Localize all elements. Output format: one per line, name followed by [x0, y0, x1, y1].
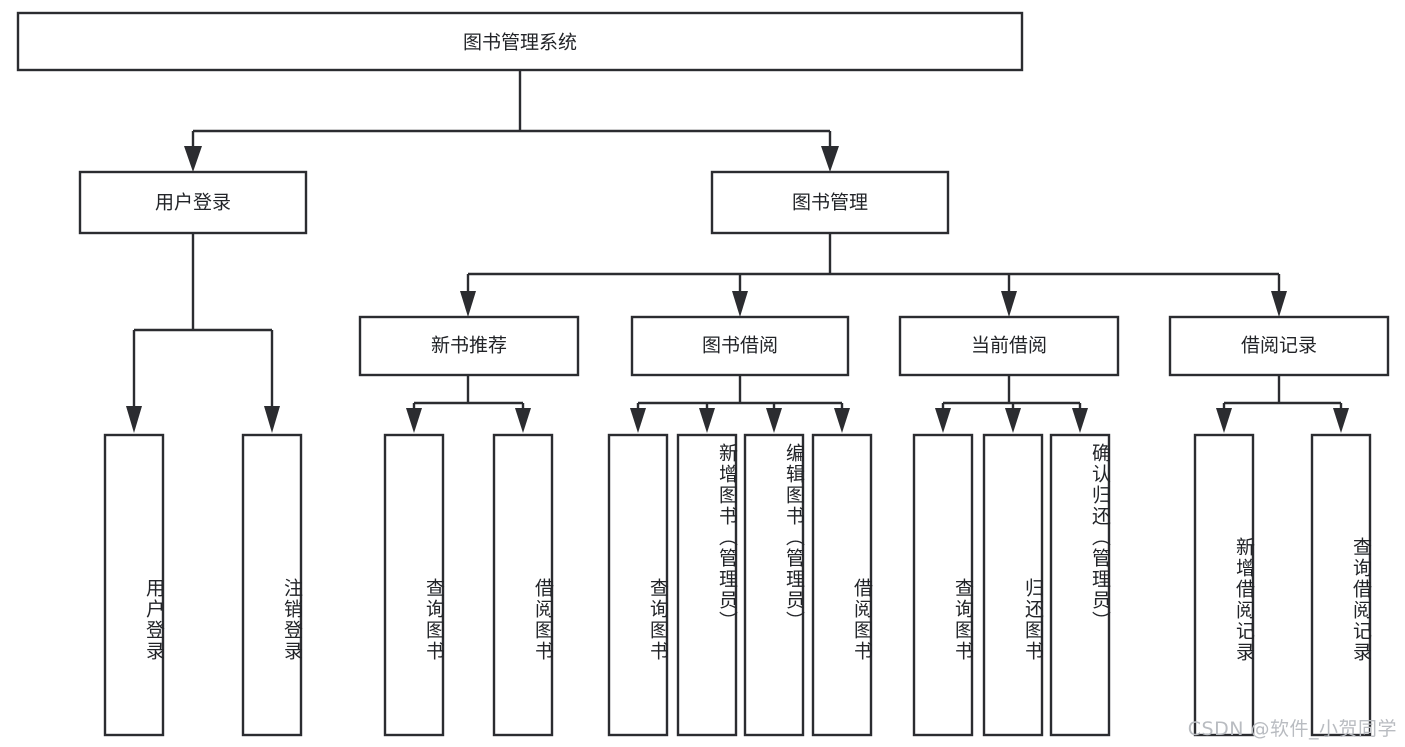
node-user-login-box[interactable] — [78, 170, 308, 235]
node-user-login[interactable]: 用户登录 — [78, 170, 308, 235]
connectors-book-management-to-level3 — [460, 233, 1287, 317]
node-add-borrow-record-box[interactable] — [1193, 433, 1255, 737]
connectors-new-book-recommend-to-leaves — [406, 375, 531, 433]
arrow-add-borrow-record — [1216, 408, 1232, 433]
connectors-root-to-level2 — [184, 70, 839, 172]
node-book-borrowing[interactable]: 图书借阅 — [630, 315, 850, 377]
node-borrow-book-1-box[interactable] — [492, 433, 554, 737]
node-root[interactable]: 图书管理系统 — [16, 11, 1024, 72]
arrow-add-book-admin — [699, 408, 715, 433]
node-new-book-recommend-box[interactable] — [358, 315, 580, 377]
node-borrow-records-box[interactable] — [1168, 315, 1390, 377]
arrow-edit-book-admin — [766, 408, 782, 433]
node-borrow-records[interactable]: 借阅记录 — [1168, 315, 1390, 377]
node-edit-book-admin-box[interactable] — [743, 433, 805, 737]
node-book-management[interactable]: 图书管理 — [710, 170, 950, 235]
node-query-book-2-box[interactable] — [607, 433, 669, 737]
node-current-borrowing-box[interactable] — [898, 315, 1120, 377]
arrow-user-login-do — [126, 406, 142, 433]
arrow-user-logout — [264, 406, 280, 433]
node-book-management-label: 图书管理 — [792, 192, 868, 214]
arrow-book-management — [821, 146, 839, 172]
node-root-label: 图书管理系统 — [463, 32, 577, 54]
node-add-book-admin-box[interactable] — [676, 433, 738, 737]
node-borrow-records-label: 借阅记录 — [1241, 335, 1317, 357]
node-user-login-label: 用户登录 — [155, 192, 231, 214]
arrow-return-book — [1005, 408, 1021, 433]
node-book-borrowing-box[interactable] — [630, 315, 850, 377]
node-borrow-book-2-box[interactable] — [811, 433, 873, 737]
arrow-query-book-3 — [935, 408, 951, 433]
node-query-book-1-box[interactable] — [383, 433, 445, 737]
arrow-new-book-recommend — [460, 291, 476, 317]
node-user-logout-box[interactable] — [241, 433, 303, 737]
node-confirm-return-admin-box[interactable] — [1049, 433, 1111, 737]
arrow-confirm-return-admin — [1072, 408, 1088, 433]
node-query-borrow-record-box[interactable] — [1310, 433, 1372, 737]
connectors-user-login-to-leaves — [126, 233, 280, 433]
node-current-borrowing[interactable]: 当前借阅 — [898, 315, 1120, 377]
node-book-management-box[interactable] — [710, 170, 950, 235]
node-query-book-3-box[interactable] — [912, 433, 974, 737]
arrow-borrow-book-2 — [834, 408, 850, 433]
connectors-current-borrowing-to-leaves — [935, 375, 1088, 433]
node-new-book-recommend[interactable]: 新书推荐 — [358, 315, 580, 377]
arrow-book-borrowing — [732, 291, 748, 317]
arrow-borrow-book-1 — [515, 408, 531, 433]
arrow-user-login — [184, 146, 202, 172]
node-return-book-box[interactable] — [982, 433, 1044, 737]
arrow-current-borrowing — [1001, 291, 1017, 317]
arrow-query-borrow-record — [1333, 408, 1349, 433]
arrow-query-book-1 — [406, 408, 422, 433]
csdn-watermark: CSDN @软件_小贺同学 — [1187, 718, 1397, 740]
node-user-login-do-box[interactable] — [103, 433, 165, 737]
node-root-box[interactable] — [16, 11, 1024, 72]
node-current-borrowing-label: 当前借阅 — [971, 335, 1047, 357]
arrow-query-book-2 — [630, 408, 646, 433]
node-book-borrowing-label: 图书借阅 — [702, 335, 778, 357]
connectors-borrow-records-to-leaves — [1216, 375, 1349, 433]
node-new-book-recommend-label: 新书推荐 — [431, 335, 507, 357]
connectors-book-borrowing-to-leaves — [630, 375, 850, 433]
arrow-borrow-records — [1271, 291, 1287, 317]
